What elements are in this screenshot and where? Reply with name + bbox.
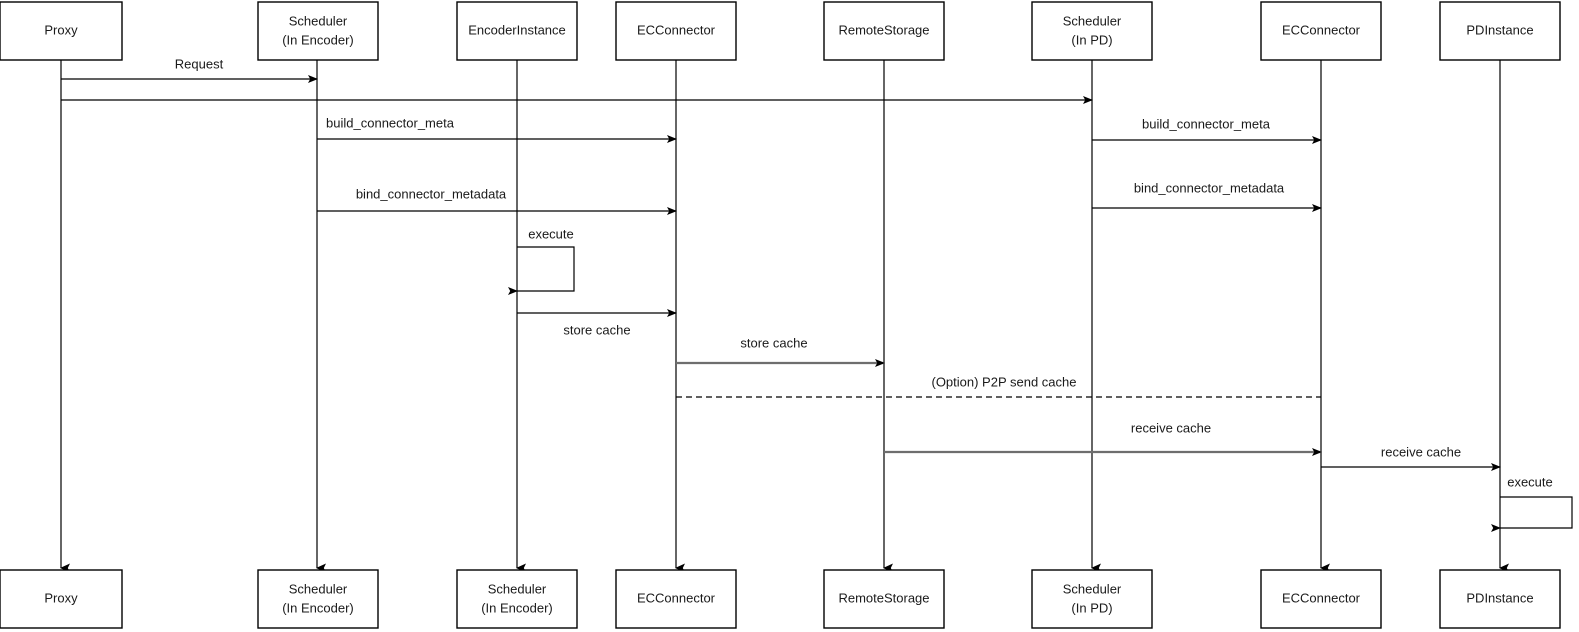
participant-box-bottom-proxy[interactable] (0, 569, 123, 629)
lifelines-group (60, 60, 1509, 573)
self-calls-group: execute execute (508, 226, 1573, 532)
participant-box-bottom-scheduler-encoder[interactable] (257, 569, 379, 629)
message-label-msg-store-cache-encoder: store cache (563, 322, 630, 337)
participant-box-bottom-ecconnector-pd[interactable] (1260, 569, 1382, 629)
participant-box-bottom-pd-instance[interactable] (1439, 569, 1561, 629)
messages-group: Request build_connector_meta build_connect… (61, 56, 1501, 471)
participant-label-proxy: Proxy (44, 22, 78, 37)
participant-label-ecconnector-pd: ECConnector (1282, 22, 1361, 37)
message-label-msg-bind-connector-metadata-encoder: bind_connector_metadata (356, 186, 507, 201)
participant-box-top-pd-instance[interactable] (1439, 1, 1561, 61)
top-participant-boxes-group: Proxy Scheduler (In Encoder) EncoderInstanc… (0, 1, 1561, 61)
participant-box-bottom-remote-storage[interactable] (823, 569, 945, 629)
participant-label-ecconnector-encoder: ECConnector (637, 590, 716, 605)
participant-box-top-scheduler-pd[interactable] (1031, 1, 1153, 61)
message-label-msg-build-connector-meta-pd: build_connector_meta (1142, 116, 1271, 131)
message-label-msg-receive-cache-pdinstance: receive cache (1381, 444, 1461, 459)
message-label-msg-request: Request (175, 56, 224, 71)
participant-box-bottom-scheduler-pd[interactable] (1031, 569, 1153, 629)
message-label-msg-build-connector-meta-encoder: build_connector_meta (326, 115, 455, 130)
message-label-msg-receive-cache-connector: receive cache (1131, 420, 1211, 435)
participant-label-scheduler-encoder-line1: Scheduler (289, 581, 348, 596)
message-label-msg-p2p-send-cache: (Option) P2P send cache (931, 374, 1076, 389)
participant-label-remote-storage: RemoteStorage (838, 22, 929, 37)
participant-label-ecconnector-pd: ECConnector (1282, 590, 1361, 605)
participant-box-bottom-ecconnector-encoder[interactable] (615, 569, 737, 629)
participant-box-bottom-encoder-instance[interactable] (456, 569, 578, 629)
self-call-label-self-execute-pdinstance: execute (1507, 474, 1553, 489)
participant-box-top-scheduler-encoder[interactable] (257, 1, 379, 61)
participant-label-pd-instance: PDInstance (1466, 22, 1533, 37)
participant-label-scheduler-pd-line1: Scheduler (1063, 13, 1122, 28)
participant-label-remote-storage: RemoteStorage (838, 590, 929, 605)
self-call-path-self-execute-pdinstance[interactable] (1491, 496, 1573, 532)
participant-label-ecconnector-encoder: ECConnector (637, 22, 716, 37)
participant-label-scheduler-encoder-line2: (In Encoder) (282, 600, 354, 615)
participant-label-scheduler-pd-line1: Scheduler (1063, 581, 1122, 596)
participant-box-top-ecconnector-encoder[interactable] (615, 1, 737, 61)
bottom-participant-boxes-group: Proxy Scheduler (In Encoder) Scheduler (In E… (0, 569, 1561, 629)
participant-label-encoder-instance-line2: (In Encoder) (481, 600, 553, 615)
participant-label-scheduler-pd-line2: (In PD) (1071, 600, 1112, 615)
participant-box-top-encoder-instance[interactable] (456, 1, 578, 61)
participant-label-scheduler-encoder-line1: Scheduler (289, 13, 348, 28)
participant-box-top-ecconnector-pd[interactable] (1260, 1, 1382, 61)
self-call-label-self-execute-encoder: execute (528, 226, 574, 241)
message-label-msg-bind-connector-metadata-pd: bind_connector_metadata (1134, 180, 1285, 195)
participant-box-top-proxy[interactable] (0, 1, 123, 61)
participant-label-proxy: Proxy (44, 590, 78, 605)
message-label-msg-store-cache-remote: store cache (740, 335, 807, 350)
participant-label-encoder-instance-line1: Scheduler (488, 581, 547, 596)
participant-label-scheduler-encoder-line2: (In Encoder) (282, 32, 354, 47)
participant-label-pd-instance: PDInstance (1466, 590, 1533, 605)
participant-label-scheduler-pd-line2: (In PD) (1071, 32, 1112, 47)
self-call-path-self-execute-encoder[interactable] (508, 246, 575, 295)
participant-label-encoder-instance: EncoderInstance (468, 22, 566, 37)
participant-box-top-remote-storage[interactable] (823, 1, 945, 61)
